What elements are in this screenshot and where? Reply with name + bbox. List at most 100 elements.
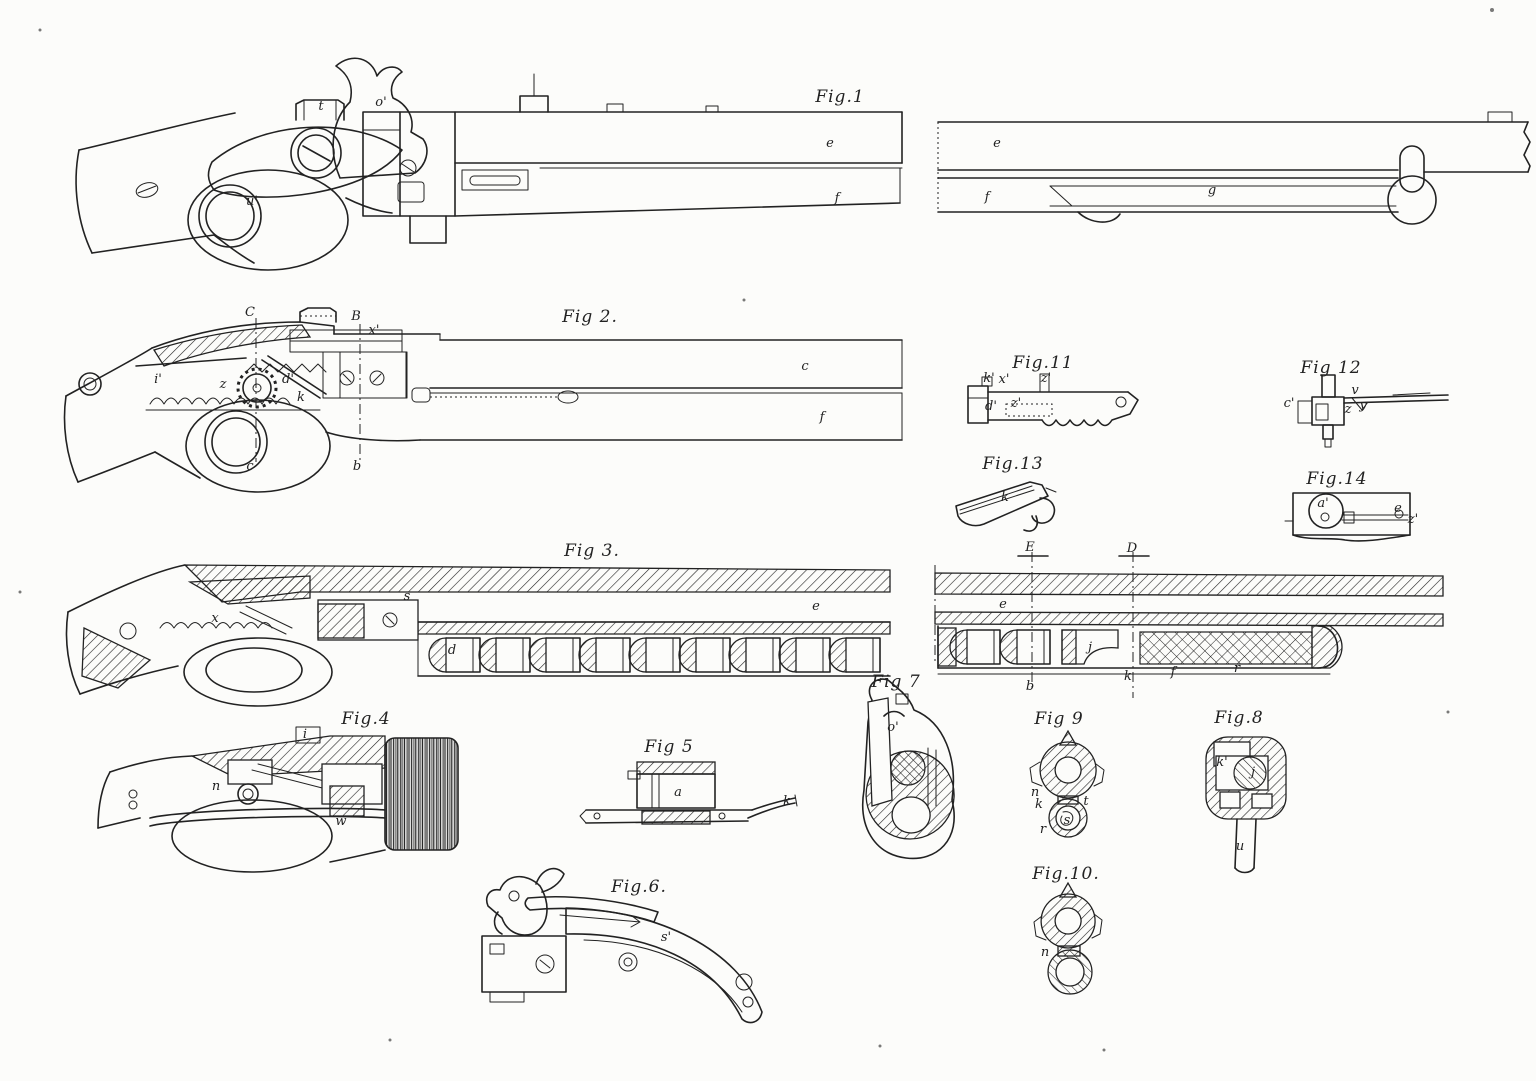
fig1-part-o: o': [375, 95, 386, 110]
fig11-part-z: z': [1040, 371, 1051, 386]
fig2-part-x: x': [369, 323, 380, 338]
pinion-gear: [242, 373, 272, 403]
cartridge-row: [428, 637, 881, 673]
fig4-part-n: n: [212, 779, 220, 794]
fig9-drawing: [1029, 729, 1105, 838]
fig9-part-r: r: [1040, 822, 1047, 837]
fig1-part-f2: f: [984, 190, 992, 205]
fig9-label: Fig 9: [1033, 709, 1083, 729]
fig3-part-j: j: [1085, 640, 1092, 655]
hammer: [332, 57, 428, 179]
fig5-part-a: a: [674, 785, 682, 800]
fig3-part-f: f: [1170, 665, 1178, 680]
fig1-part-e2: e: [993, 136, 1001, 151]
fig12-part-v: v: [1351, 383, 1359, 398]
fig3-right-drawing: [934, 552, 1444, 698]
scan-specks: [18, 8, 1494, 1052]
lever-loop: [187, 169, 349, 271]
lever-loop: [171, 799, 333, 873]
fig4-label: Fig.4: [340, 709, 390, 729]
fig14-part-a: a': [1317, 496, 1328, 511]
fig1-drawing: [75, 57, 903, 271]
fig3-part-D: D: [1126, 541, 1138, 556]
fig7-drawing: [862, 678, 955, 860]
fig9-part-n: n: [1031, 785, 1039, 800]
fig2-part-i: i': [154, 372, 162, 387]
fig2-label: Fig 2.: [561, 307, 618, 327]
fig8-part-u: u: [1236, 839, 1244, 854]
fig6-part-s: s': [661, 930, 671, 945]
fig3-label: Fig 3.: [563, 541, 620, 561]
fig2-drawing: [63, 307, 903, 493]
fig13-drawing: [955, 481, 1057, 532]
rear-sight: [295, 99, 345, 121]
fig12-part-c: c': [1284, 396, 1295, 411]
fig4-drawing: [97, 726, 459, 873]
fig2-part-b: b: [353, 459, 361, 474]
fig8-part-k: k': [1216, 755, 1227, 770]
fig9-part-k: k: [1035, 797, 1043, 812]
fig6-label: Fig.6.: [610, 877, 667, 897]
fig2-part-C: C: [245, 305, 255, 320]
fig10-label: Fig.10.: [1031, 864, 1100, 884]
fig3-part-E: E: [1024, 540, 1035, 555]
fig8-drawing: [1205, 736, 1287, 874]
fig11-label: Fig.11: [1011, 353, 1073, 373]
fig3-part-k: k: [1124, 669, 1132, 684]
fig3-left-drawing: [65, 564, 891, 707]
fig14-part-z: z': [1407, 512, 1418, 527]
fig11-part-d: d': [985, 399, 997, 414]
fig9-part-s: s: [1064, 813, 1071, 828]
fig14-label: Fig.14: [1305, 469, 1367, 489]
fig9-part-t: t: [1083, 794, 1089, 809]
fig3-part-r: r: [1234, 661, 1241, 676]
hammer: [485, 875, 548, 936]
fig1-part-f: f: [834, 191, 842, 206]
fig7-label: Fig 7: [870, 672, 920, 692]
fig7-part-o: o': [887, 720, 898, 735]
fig5-part-k: k: [783, 794, 791, 809]
lever-loop: [183, 637, 333, 707]
fig4-part-w: w: [335, 814, 346, 829]
fig12-part-z: z: [1344, 402, 1352, 417]
fig6-drawing: [481, 867, 763, 1024]
magazine-spring: [1139, 631, 1313, 665]
fig1-part-e: e: [826, 136, 834, 151]
fig13-part-k: k: [1001, 490, 1009, 505]
fig12-part-y: y: [1358, 398, 1367, 413]
fig2-part-z: z: [219, 377, 227, 392]
fig10-drawing: [1033, 881, 1103, 995]
fig1-part-t: t: [318, 99, 324, 114]
fig3-part-d: d: [448, 643, 456, 658]
fig14-drawing: [1284, 492, 1411, 542]
fig2-part-d: d': [282, 372, 294, 387]
fig2-part-c2: c: [246, 459, 254, 474]
mainspring-arm: [565, 907, 763, 1024]
fig2-part-f: f: [819, 410, 827, 425]
fig8-label: Fig.8: [1213, 708, 1263, 728]
fig12-drawing: [1297, 374, 1449, 448]
buttstock-block: [384, 737, 459, 851]
fig2-part-B: B: [350, 309, 361, 324]
fig11-part-z2: z': [1010, 396, 1021, 411]
fig12-label: Fig 12: [1299, 358, 1361, 378]
fig5-label: Fig 5: [643, 737, 693, 757]
fig3-part-e: e: [812, 599, 820, 614]
fig3-part-x: x: [211, 611, 219, 626]
fig11-drawing: [967, 373, 1139, 427]
fig1-muzzle-drawing: [937, 111, 1531, 225]
fig11-part-k: k': [983, 371, 994, 386]
fig8-part-j: j: [1248, 765, 1255, 780]
fig2-part-k: k: [297, 390, 305, 405]
lock-plate: [207, 126, 403, 198]
fig5-drawing: [579, 761, 798, 825]
fig1-part-g: g: [1208, 183, 1216, 198]
fig2-part-c: c: [801, 359, 809, 374]
fig13-label: Fig.13: [981, 454, 1043, 474]
fig11-part-x: x': [999, 372, 1010, 387]
lever-loop: [185, 399, 331, 493]
fig3-part-b: b: [1026, 679, 1034, 694]
fig10-part-n: n: [1041, 945, 1049, 960]
